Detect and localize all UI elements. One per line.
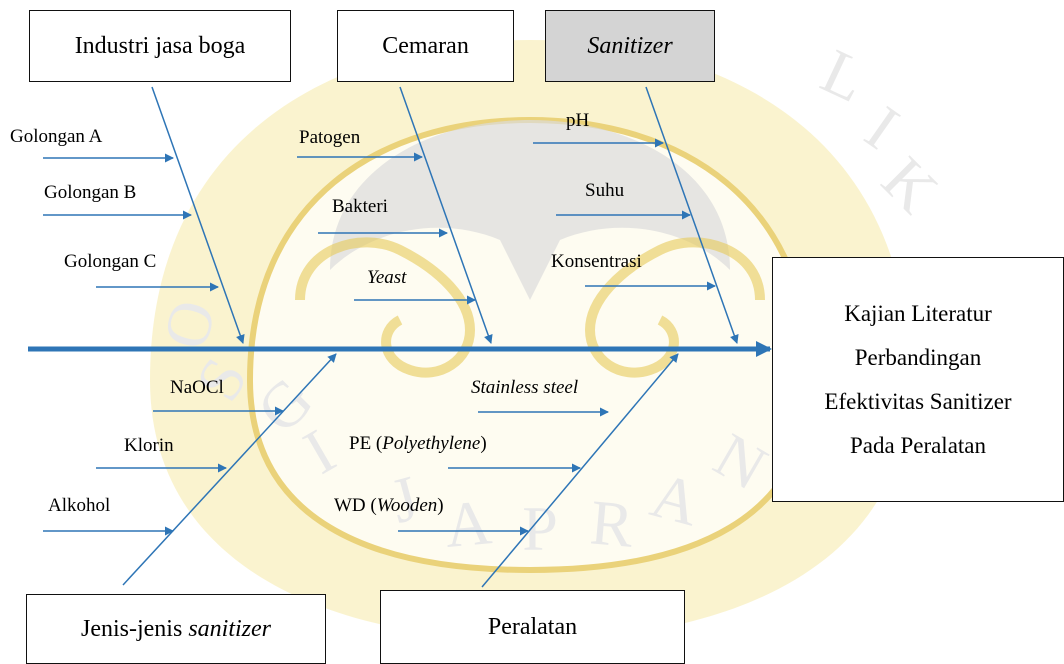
cause-pe-prefix: PE (: [349, 433, 383, 454]
category-peralatan-label: Peralatan: [487, 613, 578, 640]
effect-line-2: Perbandingan: [854, 344, 982, 370]
cause-wd-em: Wooden: [376, 495, 438, 516]
bone-jenis: [122, 353, 337, 586]
cause-pe-em: Polyethylene: [382, 433, 481, 454]
cause-ph: pH: [566, 110, 590, 131]
category-jenis-label-prefix: Jenis-jenis: [80, 615, 189, 642]
category-industri-jasa-boga: Industri jasa boga: [29, 10, 291, 82]
cause-bakteri: Bakteri: [332, 196, 388, 217]
effect-box: Kajian Literatur Perbandingan Efektivita…: [772, 257, 1064, 502]
bone-sanitizer: [645, 86, 739, 344]
cause-polyethylene: PE (Polyethylene): [349, 434, 487, 453]
watermark-letter: A: [442, 486, 494, 561]
cause-golongan-a: Golongan A: [10, 126, 103, 147]
category-jenis-label-em: sanitizer: [188, 615, 271, 642]
watermark-letter: L: [811, 35, 876, 116]
cause-patogen: Patogen: [299, 127, 361, 148]
cause-wd-suffix: ): [437, 495, 444, 516]
watermark-emblem-swirl-left: [295, 237, 476, 378]
watermark-emblem-swirl-right: [584, 237, 765, 378]
effect-line-3: Efektivitas Sanitizer: [824, 388, 1012, 414]
effect-line-1: Kajian Literatur: [844, 300, 992, 326]
bone-industri: [151, 86, 245, 344]
watermark-letter: I: [853, 92, 911, 162]
fishbone-lines: [28, 86, 772, 588]
cause-golongan-b: Golongan B: [44, 182, 137, 203]
category-jenis-jenis-sanitizer: Jenis-jenis sanitizer: [26, 594, 326, 664]
category-sanitizer-label: Sanitizer: [587, 32, 673, 59]
cause-stainless-steel: Stainless steel: [471, 377, 579, 398]
watermark-emblem: [330, 120, 730, 300]
category-cemaran-label: Cemaran: [382, 32, 469, 59]
category-cemaran: Cemaran: [337, 10, 514, 82]
watermark-letter: K: [869, 143, 952, 226]
cause-klorin: Klorin: [124, 435, 174, 456]
cause-naocl: NaOCl: [170, 377, 224, 398]
category-peralatan: Peralatan: [380, 590, 685, 664]
watermark-letter: R: [588, 486, 637, 560]
cause-pe-suffix: ): [480, 433, 487, 454]
category-sanitizer: Sanitizer: [545, 10, 715, 82]
cause-konsentrasi: Konsentrasi: [551, 251, 642, 272]
category-industri-label: Industri jasa boga: [74, 32, 246, 59]
category-jenis-label: Jenis-jenis sanitizer: [81, 616, 271, 643]
cause-wooden: WD (Wooden): [334, 496, 444, 515]
cause-golongan-c: Golongan C: [64, 251, 157, 272]
cause-wd-prefix: WD (: [334, 495, 377, 516]
cause-yeast: Yeast: [367, 267, 407, 288]
cause-alkohol: Alkohol: [48, 495, 111, 516]
effect-line-4: Pada Peralatan: [849, 432, 987, 458]
cause-suhu: Suhu: [585, 180, 625, 201]
